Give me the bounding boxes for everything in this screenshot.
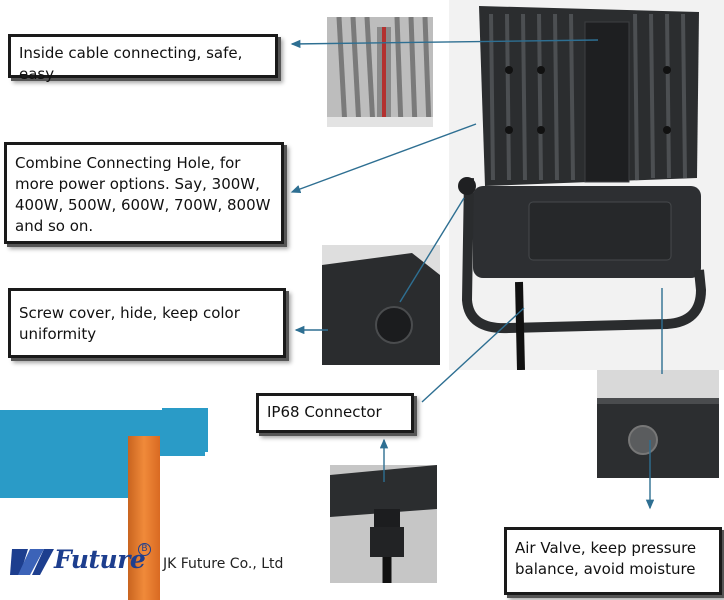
logo-registered-mark: B <box>138 543 151 556</box>
callout-connector-text: IP68 Connector <box>267 403 382 421</box>
floodlight-illustration <box>449 0 724 370</box>
callout-valve: Air Valve, keep pressure balance, avoid … <box>504 527 722 595</box>
orange-band <box>128 436 160 600</box>
inset-screw-photo <box>322 245 440 365</box>
callout-hole-text: Combine Connecting Hole, for more power … <box>15 154 271 235</box>
inset-valve-photo <box>597 370 719 478</box>
callout-connector: IP68 Connector <box>256 393 414 433</box>
logo-wordmark: Future <box>54 545 146 574</box>
company-name: JK Future Co., Ltd <box>163 556 284 572</box>
inset-cable-photo <box>327 17 433 127</box>
callout-hole: Combine Connecting Hole, for more power … <box>4 142 284 244</box>
callout-cable-text: Inside cable connecting, safe, easy <box>19 44 243 83</box>
callout-screw: Screw cover, hide, keep color uniformity <box>8 288 286 358</box>
callout-screw-text: Screw cover, hide, keep color uniformity <box>19 304 240 343</box>
callout-valve-text: Air Valve, keep pressure balance, avoid … <box>515 539 697 578</box>
company-logo: Future B <box>10 541 158 581</box>
callout-cable: Inside cable connecting, safe, easy <box>8 34 278 83</box>
product-photo <box>449 0 724 370</box>
inset-connector-photo <box>330 465 437 583</box>
logo-mark-icon <box>10 549 54 575</box>
